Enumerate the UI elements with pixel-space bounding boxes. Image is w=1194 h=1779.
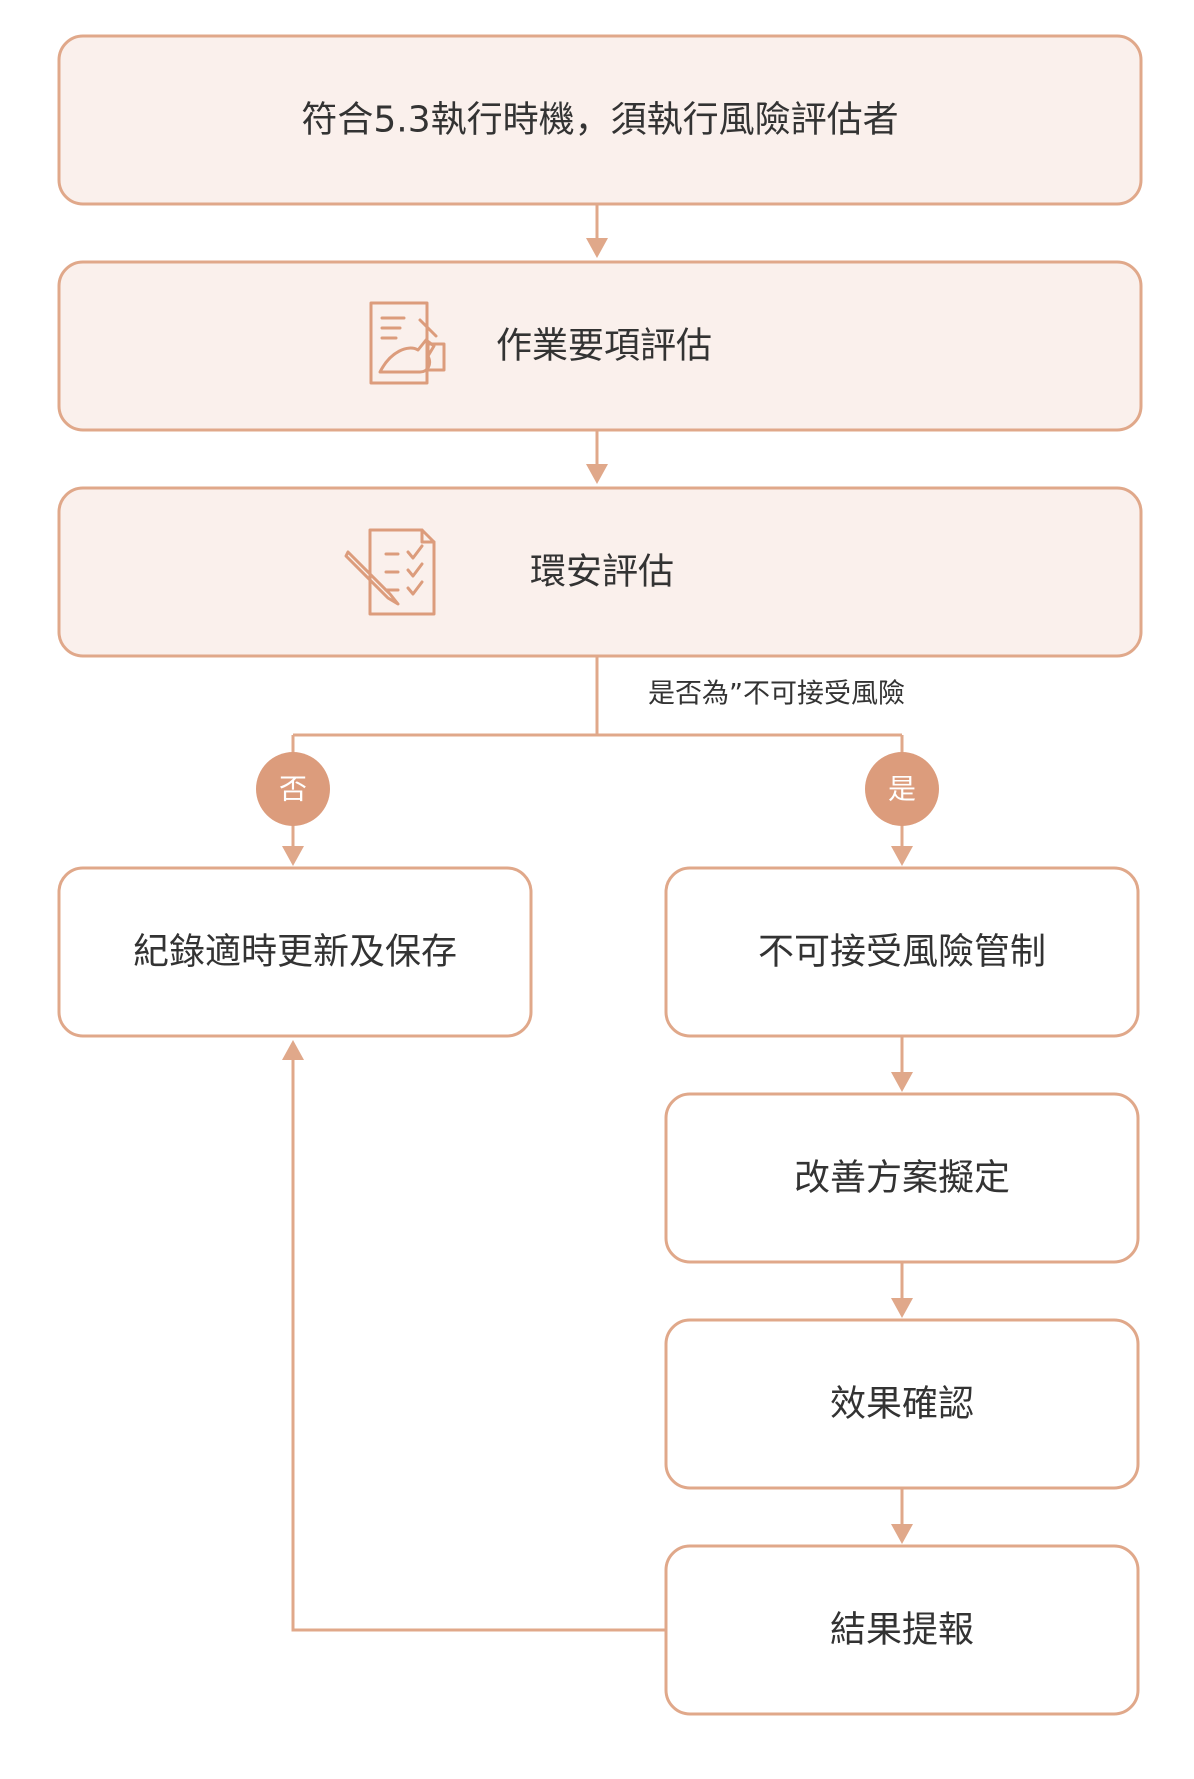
badge-no: 否: [256, 752, 330, 826]
decision-question: 是否為”不可接受風險: [648, 679, 905, 710]
arrowhead-record: [282, 846, 304, 866]
node-record: 紀錄適時更新及保存: [57, 866, 533, 1038]
node-record-label: 紀錄適時更新及保存: [133, 932, 457, 973]
node-risk-control: 不可接受風險管制: [664, 866, 1140, 1038]
node-task-assessment: 作業要項評估: [57, 260, 1143, 432]
document-signing-hand-icon: [369, 301, 446, 385]
badge-yes: 是: [865, 752, 939, 826]
node-report-label: 結果提報: [830, 1610, 974, 1651]
node-effect-check-label: 效果確認: [830, 1384, 974, 1425]
arrowhead-env: [586, 464, 608, 484]
arrowhead-check: [891, 1298, 913, 1318]
arrowhead-report: [891, 1524, 913, 1544]
arrowhead-control: [891, 846, 913, 866]
node-report: 結果提報: [664, 1544, 1140, 1716]
node-env-assessment: 環安評估: [57, 486, 1143, 658]
arrowhead-task: [586, 238, 608, 258]
arrowhead-plan: [891, 1072, 913, 1092]
arrowhead-record-return: [282, 1040, 304, 1060]
badge-yes-label: 是: [888, 773, 916, 806]
connector-report-back-to-record: [291, 1058, 666, 1632]
node-effect-check: 效果確認: [664, 1318, 1140, 1490]
node-improvement-plan-label: 改善方案擬定: [794, 1158, 1010, 1199]
node-trigger: 符合5.3執行時機，須執行風險評估者: [57, 34, 1143, 206]
node-env-assessment-label: 環安評估: [530, 552, 674, 593]
connectors: [282, 204, 913, 1632]
node-task-assessment-label: 作業要項評估: [496, 326, 712, 367]
node-improvement-plan: 改善方案擬定: [664, 1092, 1140, 1264]
badge-no-label: 否: [279, 773, 307, 806]
node-trigger-label: 符合5.3執行時機，須執行風險評估者: [301, 100, 898, 141]
checklist-pencil-icon: [344, 528, 436, 616]
node-risk-control-label: 不可接受風險管制: [758, 932, 1046, 973]
